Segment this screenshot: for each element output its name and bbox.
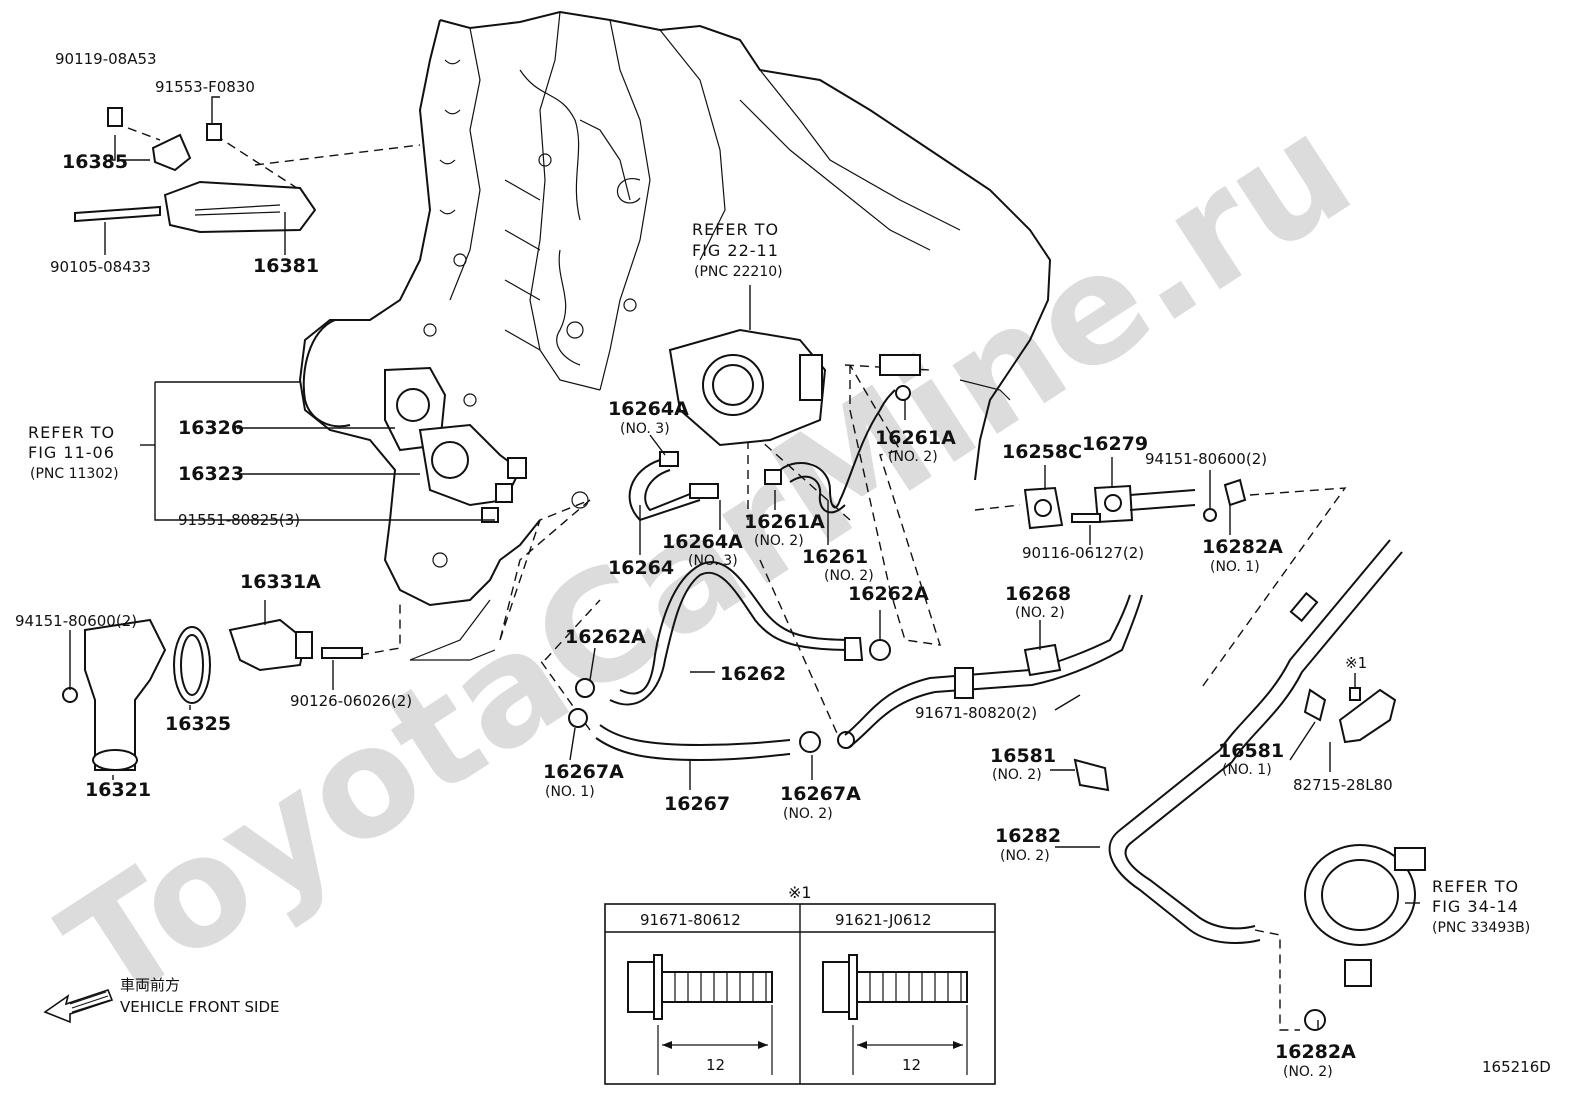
label-16282a-upper-sub: (NO. 1): [1210, 559, 1260, 575]
inset-mark: ※1: [788, 883, 812, 902]
label-16261a-center-sub: (NO. 2): [754, 533, 804, 549]
label-16267a-right-sub: (NO. 2): [783, 806, 833, 822]
label-16268-sub: (NO. 2): [1015, 605, 1065, 621]
label-90105-08433: 90105-08433: [50, 258, 151, 276]
label-16267a-left: 16267A: [543, 761, 624, 783]
label-16262a-right: 16262A: [848, 583, 929, 605]
vehicle-front-en: VEHICLE FRONT SIDE: [120, 998, 280, 1016]
ref-11-06-line2: FIG 11-06: [28, 443, 115, 462]
ref-22-11-line1: REFER TO: [692, 220, 779, 239]
label-16267a-left-sub: (NO. 1): [545, 784, 595, 800]
label-91671-80820: 91671-80820(2): [915, 704, 1037, 722]
ref-22-11-line3: (PNC 22210): [694, 264, 783, 280]
label-16581-right-sub: (NO. 1): [1222, 762, 1272, 778]
label-16264a-upper: 16264A: [608, 398, 689, 420]
label-16264a-lower-sub: (NO. 3): [688, 553, 738, 569]
parts: [62, 96, 1426, 1031]
ref-34-14-line2: FIG 34-14: [1432, 897, 1519, 916]
label-16323: 16323: [178, 463, 244, 485]
label-90119-08a53: 90119-08A53: [55, 50, 157, 68]
label-82715-28l80: 82715-28L80: [1293, 776, 1393, 794]
label-star1: ※1: [1345, 654, 1367, 672]
ref-22-11-line2: FIG 22-11: [692, 241, 779, 260]
label-16264: 16264: [608, 557, 674, 579]
label-16282-sub: (NO. 2): [1000, 848, 1050, 864]
label-16381: 16381: [253, 255, 319, 277]
inset-left-part: 91671-80612: [640, 911, 741, 929]
label-94151-80600-right: 94151-80600(2): [1145, 450, 1267, 468]
label-16267a-right: 16267A: [780, 783, 861, 805]
label-16264a-lower: 16264A: [662, 531, 743, 553]
ref-11-06-line1: REFER TO: [28, 423, 115, 442]
ref-11-06-line3: (PNC 11302): [30, 466, 119, 482]
label-16261a-center: 16261A: [744, 511, 825, 533]
label-16321: 16321: [85, 779, 151, 801]
label-16282a-lower: 16282A: [1275, 1041, 1356, 1063]
label-94151-80600-left: 94151-80600(2): [15, 612, 137, 630]
label-16264a-upper-sub: (NO. 3): [620, 421, 670, 437]
label-16326: 16326: [178, 417, 244, 439]
label-16581-left: 16581: [990, 745, 1056, 767]
label-90116-06127: 90116-06127(2): [1022, 544, 1144, 562]
label-16581-right: 16581: [1218, 740, 1284, 762]
label-16282a-upper: 16282A: [1202, 536, 1283, 558]
label-16282: 16282: [995, 825, 1061, 847]
label-91553-f0830: 91553-F0830: [155, 78, 255, 96]
inset-right-part: 91621-J0612: [835, 911, 932, 929]
vehicle-front-jp: 車両前方: [120, 976, 180, 994]
label-16261: 16261: [802, 546, 868, 568]
label-16385: 16385: [62, 151, 128, 173]
label-16262a-left: 16262A: [565, 626, 646, 648]
label-16262: 16262: [720, 663, 786, 685]
figure-id: 165216D: [1482, 1058, 1551, 1076]
label-16282a-lower-sub: (NO. 2): [1283, 1064, 1333, 1080]
label-90126-06026: 90126-06026(2): [290, 692, 412, 710]
label-16279: 16279: [1082, 433, 1148, 455]
ref-34-14-line1: REFER TO: [1432, 877, 1519, 896]
vehicle-front-arrow: [43, 989, 114, 1024]
label-16261a-right-sub: (NO. 2): [888, 449, 938, 465]
inset-right-dim: 12: [902, 1056, 921, 1074]
label-16325: 16325: [165, 713, 231, 735]
inset-left-dim: 12: [706, 1056, 725, 1074]
label-16261a-right: 16261A: [875, 427, 956, 449]
label-16268: 16268: [1005, 583, 1071, 605]
label-16267: 16267: [664, 793, 730, 815]
ref-34-14-line3: (PNC 33493B): [1432, 920, 1530, 936]
label-16258c: 16258C: [1002, 441, 1082, 463]
label-16581-left-sub: (NO. 2): [992, 767, 1042, 783]
label-16261-sub: (NO. 2): [824, 568, 874, 584]
label-91551-80825: 91551-80825(3): [178, 511, 300, 529]
inset-fastener-table: [604, 903, 996, 1085]
label-16331a: 16331A: [240, 571, 321, 593]
engine-block-outline: [298, 10, 1052, 661]
